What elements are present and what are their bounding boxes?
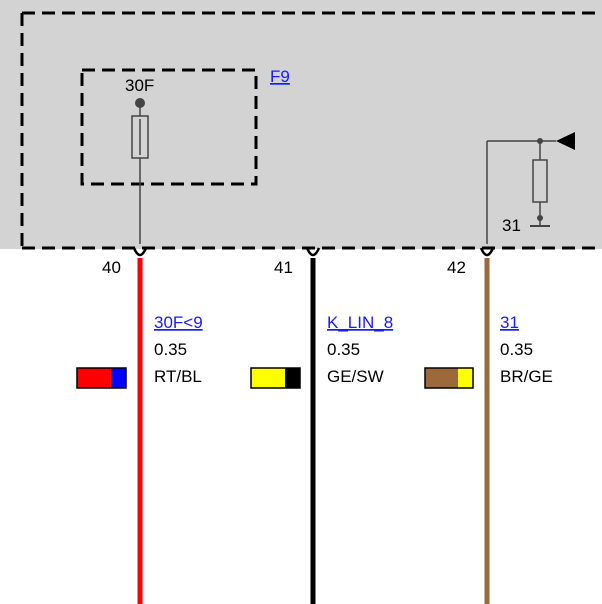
color-swatch-stripe (111, 368, 126, 388)
module-boundary (20, 11, 602, 250)
color-swatch-stripe (458, 368, 473, 388)
module-background (0, 0, 602, 249)
color-swatch-border (424, 367, 474, 389)
ground-terminal-dot (537, 215, 543, 221)
pin-number: 40 (102, 258, 121, 277)
fuse-reference-link[interactable]: F9 (270, 67, 290, 86)
wire-40: 40 30F<9 0.35 RT/BL (76, 247, 203, 604)
cross-section: 0.35 (327, 340, 360, 359)
pin-number: 42 (447, 258, 466, 277)
color-swatch-stripe (285, 368, 300, 388)
fuse-symbol (131, 98, 149, 244)
color-swatch-border (250, 367, 301, 389)
color-swatch-primary (425, 368, 458, 388)
color-swatch-primary (77, 368, 111, 388)
color-swatch-primary (251, 368, 285, 388)
junction-dot (537, 138, 543, 144)
pin-connector-icon (132, 247, 148, 257)
wire-42: 42 31 0.35 BR/GE (424, 247, 553, 604)
pin-connector-icon (305, 247, 321, 257)
fuse-terminal-label: 30F (125, 76, 154, 95)
ground-circuit (486, 140, 556, 244)
pin-number: 41 (274, 258, 293, 277)
signal-link[interactable]: 30F<9 (154, 313, 203, 332)
pin-connector-icon (479, 247, 495, 257)
wire-41: 41 K_LIN_8 0.35 GE/SW (250, 247, 393, 604)
color-code: BR/GE (500, 367, 553, 386)
signal-link[interactable]: K_LIN_8 (327, 313, 393, 332)
fuse-box-outline (80, 68, 258, 186)
cross-section: 0.35 (154, 340, 187, 359)
cross-section: 0.35 (500, 340, 533, 359)
color-code: GE/SW (327, 367, 384, 386)
signal-link[interactable]: 31 (500, 313, 519, 332)
connector-arrow-icon (556, 132, 575, 150)
color-code: RT/BL (154, 367, 202, 386)
ground-terminal-label: 31 (502, 216, 521, 235)
color-swatch-border (76, 367, 127, 389)
